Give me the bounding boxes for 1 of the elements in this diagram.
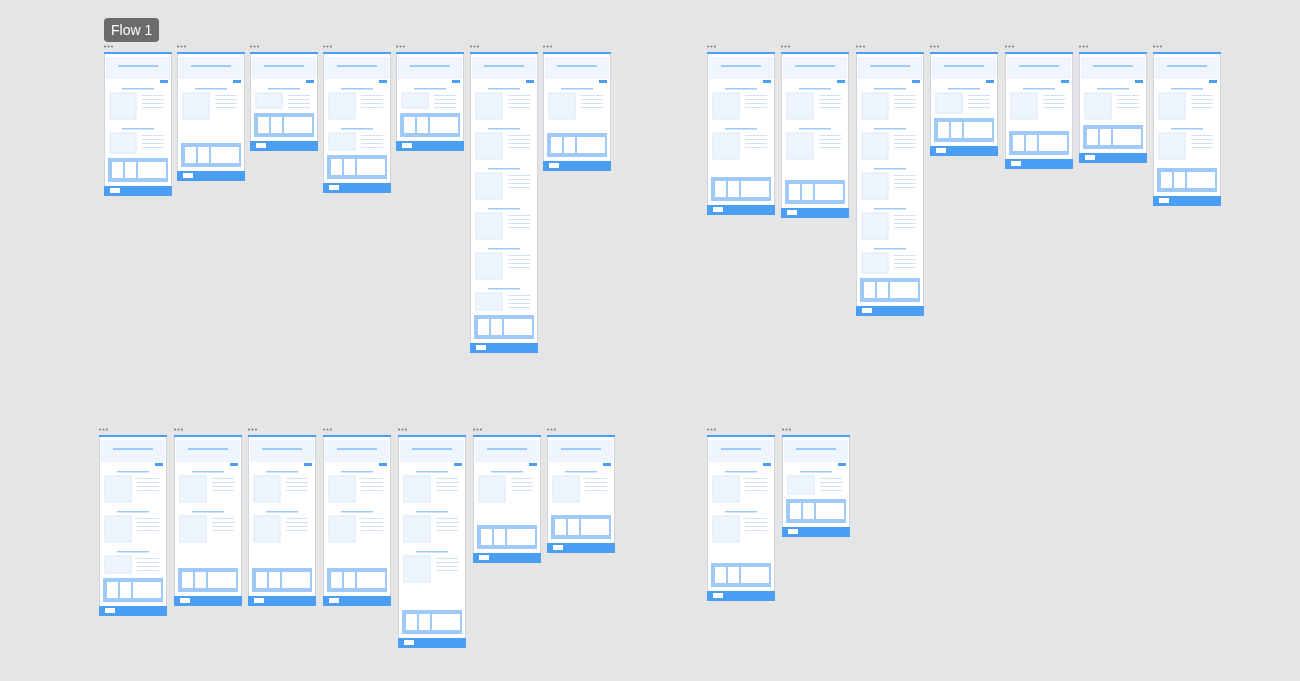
frame-label: Flow 1 (104, 18, 160, 42)
